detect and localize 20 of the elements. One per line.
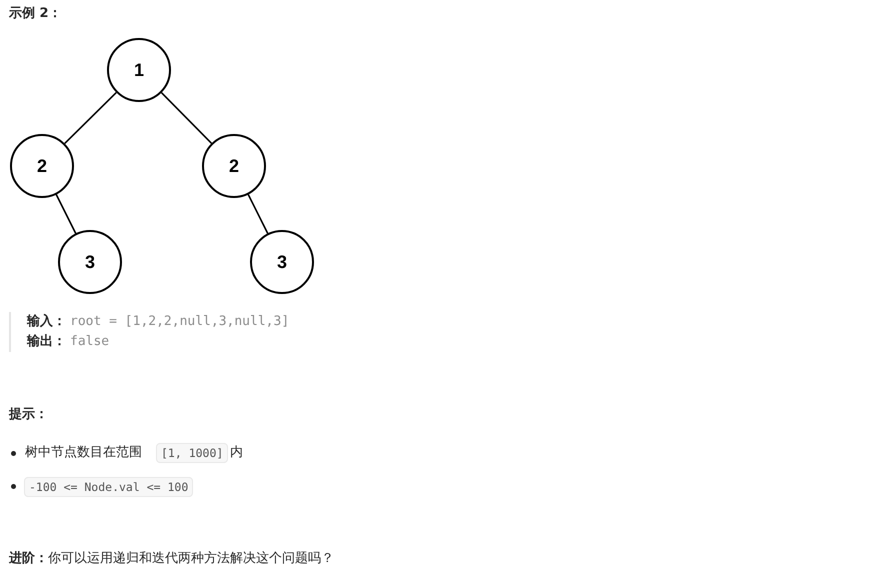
field-label: 提示：	[9, 406, 48, 424]
heading: 示例 2：	[9, 5, 62, 22]
tree-node-circle: 3	[58, 230, 122, 294]
code-text: false	[70, 333, 110, 351]
tree-edge	[56, 194, 76, 234]
tree-edge	[64, 92, 117, 144]
tree-node-circle: 1	[107, 38, 171, 102]
body-text: 内	[230, 444, 243, 462]
body-text: 进阶：你可以运用递归和迭代两种方法解决这个问题吗？	[9, 550, 334, 568]
tree-edge	[160, 92, 212, 144]
field-label: 输入：	[27, 313, 66, 331]
body-text: 树中节点数目在范围	[25, 444, 142, 462]
tree-node-circle: 2	[10, 134, 74, 198]
tree-node-circle: 2	[202, 134, 266, 198]
field-label: 输出：	[27, 333, 66, 351]
inline-code: -100 <= Node.val <= 100	[24, 477, 194, 497]
tree-node-circle: 3	[250, 230, 314, 294]
inline-code: [1, 1000]	[156, 443, 228, 463]
code-text: root = [1,2,2,null,3,null,3]	[70, 313, 290, 331]
tree-edge	[248, 194, 268, 234]
